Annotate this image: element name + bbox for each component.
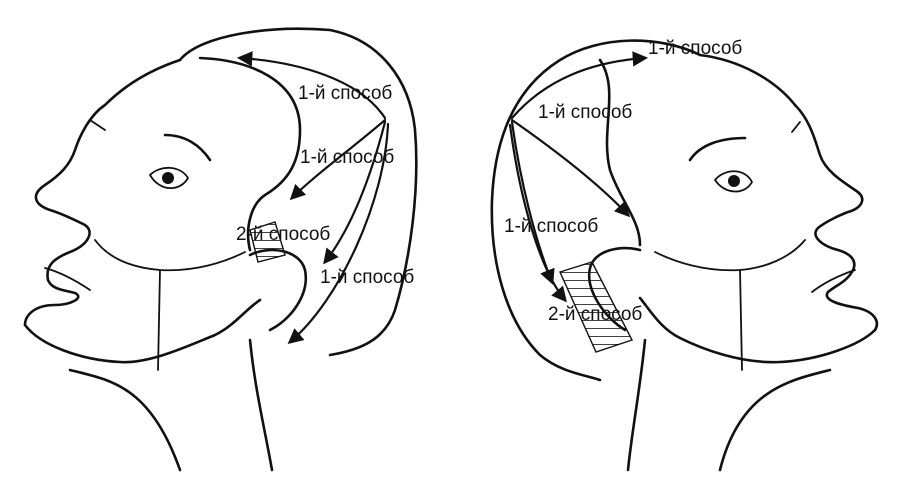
left-brow — [165, 135, 210, 160]
right-neck-back — [628, 340, 645, 470]
right-label-method1-top: 1-й способ — [648, 38, 742, 59]
left-label-method1-low: 1-й способ — [320, 267, 414, 288]
right-face-profile — [795, 105, 877, 330]
left-label-method1-top: 1-й способ — [298, 83, 392, 104]
right-arrows — [510, 58, 645, 300]
left-ear-region — [200, 58, 300, 250]
left-lower-cheek — [95, 240, 245, 270]
right-pupil — [728, 175, 740, 187]
left-jaw — [25, 300, 260, 362]
right-hairline — [700, 55, 795, 105]
left-neck-back — [250, 340, 272, 470]
right-jaw — [640, 298, 875, 362]
right-brow-2 — [792, 122, 800, 132]
left-neck-front — [70, 370, 180, 470]
left-hairline — [105, 60, 180, 105]
left-face-profile — [25, 105, 105, 325]
right-brow — [690, 138, 745, 160]
right-ear-region — [600, 60, 640, 245]
left-pupil — [162, 172, 174, 184]
right-lower-cheek — [655, 240, 805, 270]
right-label-method1-low: 1-й способ — [504, 216, 598, 237]
right-neck-front — [720, 370, 830, 470]
left-brow-2 — [90, 120, 105, 130]
right-label-method2: 2-й способ — [548, 304, 642, 325]
left-label-method2: 2-й способ — [236, 224, 330, 245]
left-label-method1-mid: 1-й способ — [300, 147, 394, 168]
right-cheek-line — [740, 270, 742, 370]
right-label-method1-mid: 1-й способ — [538, 102, 632, 123]
right-arrow-low — [512, 122, 552, 282]
